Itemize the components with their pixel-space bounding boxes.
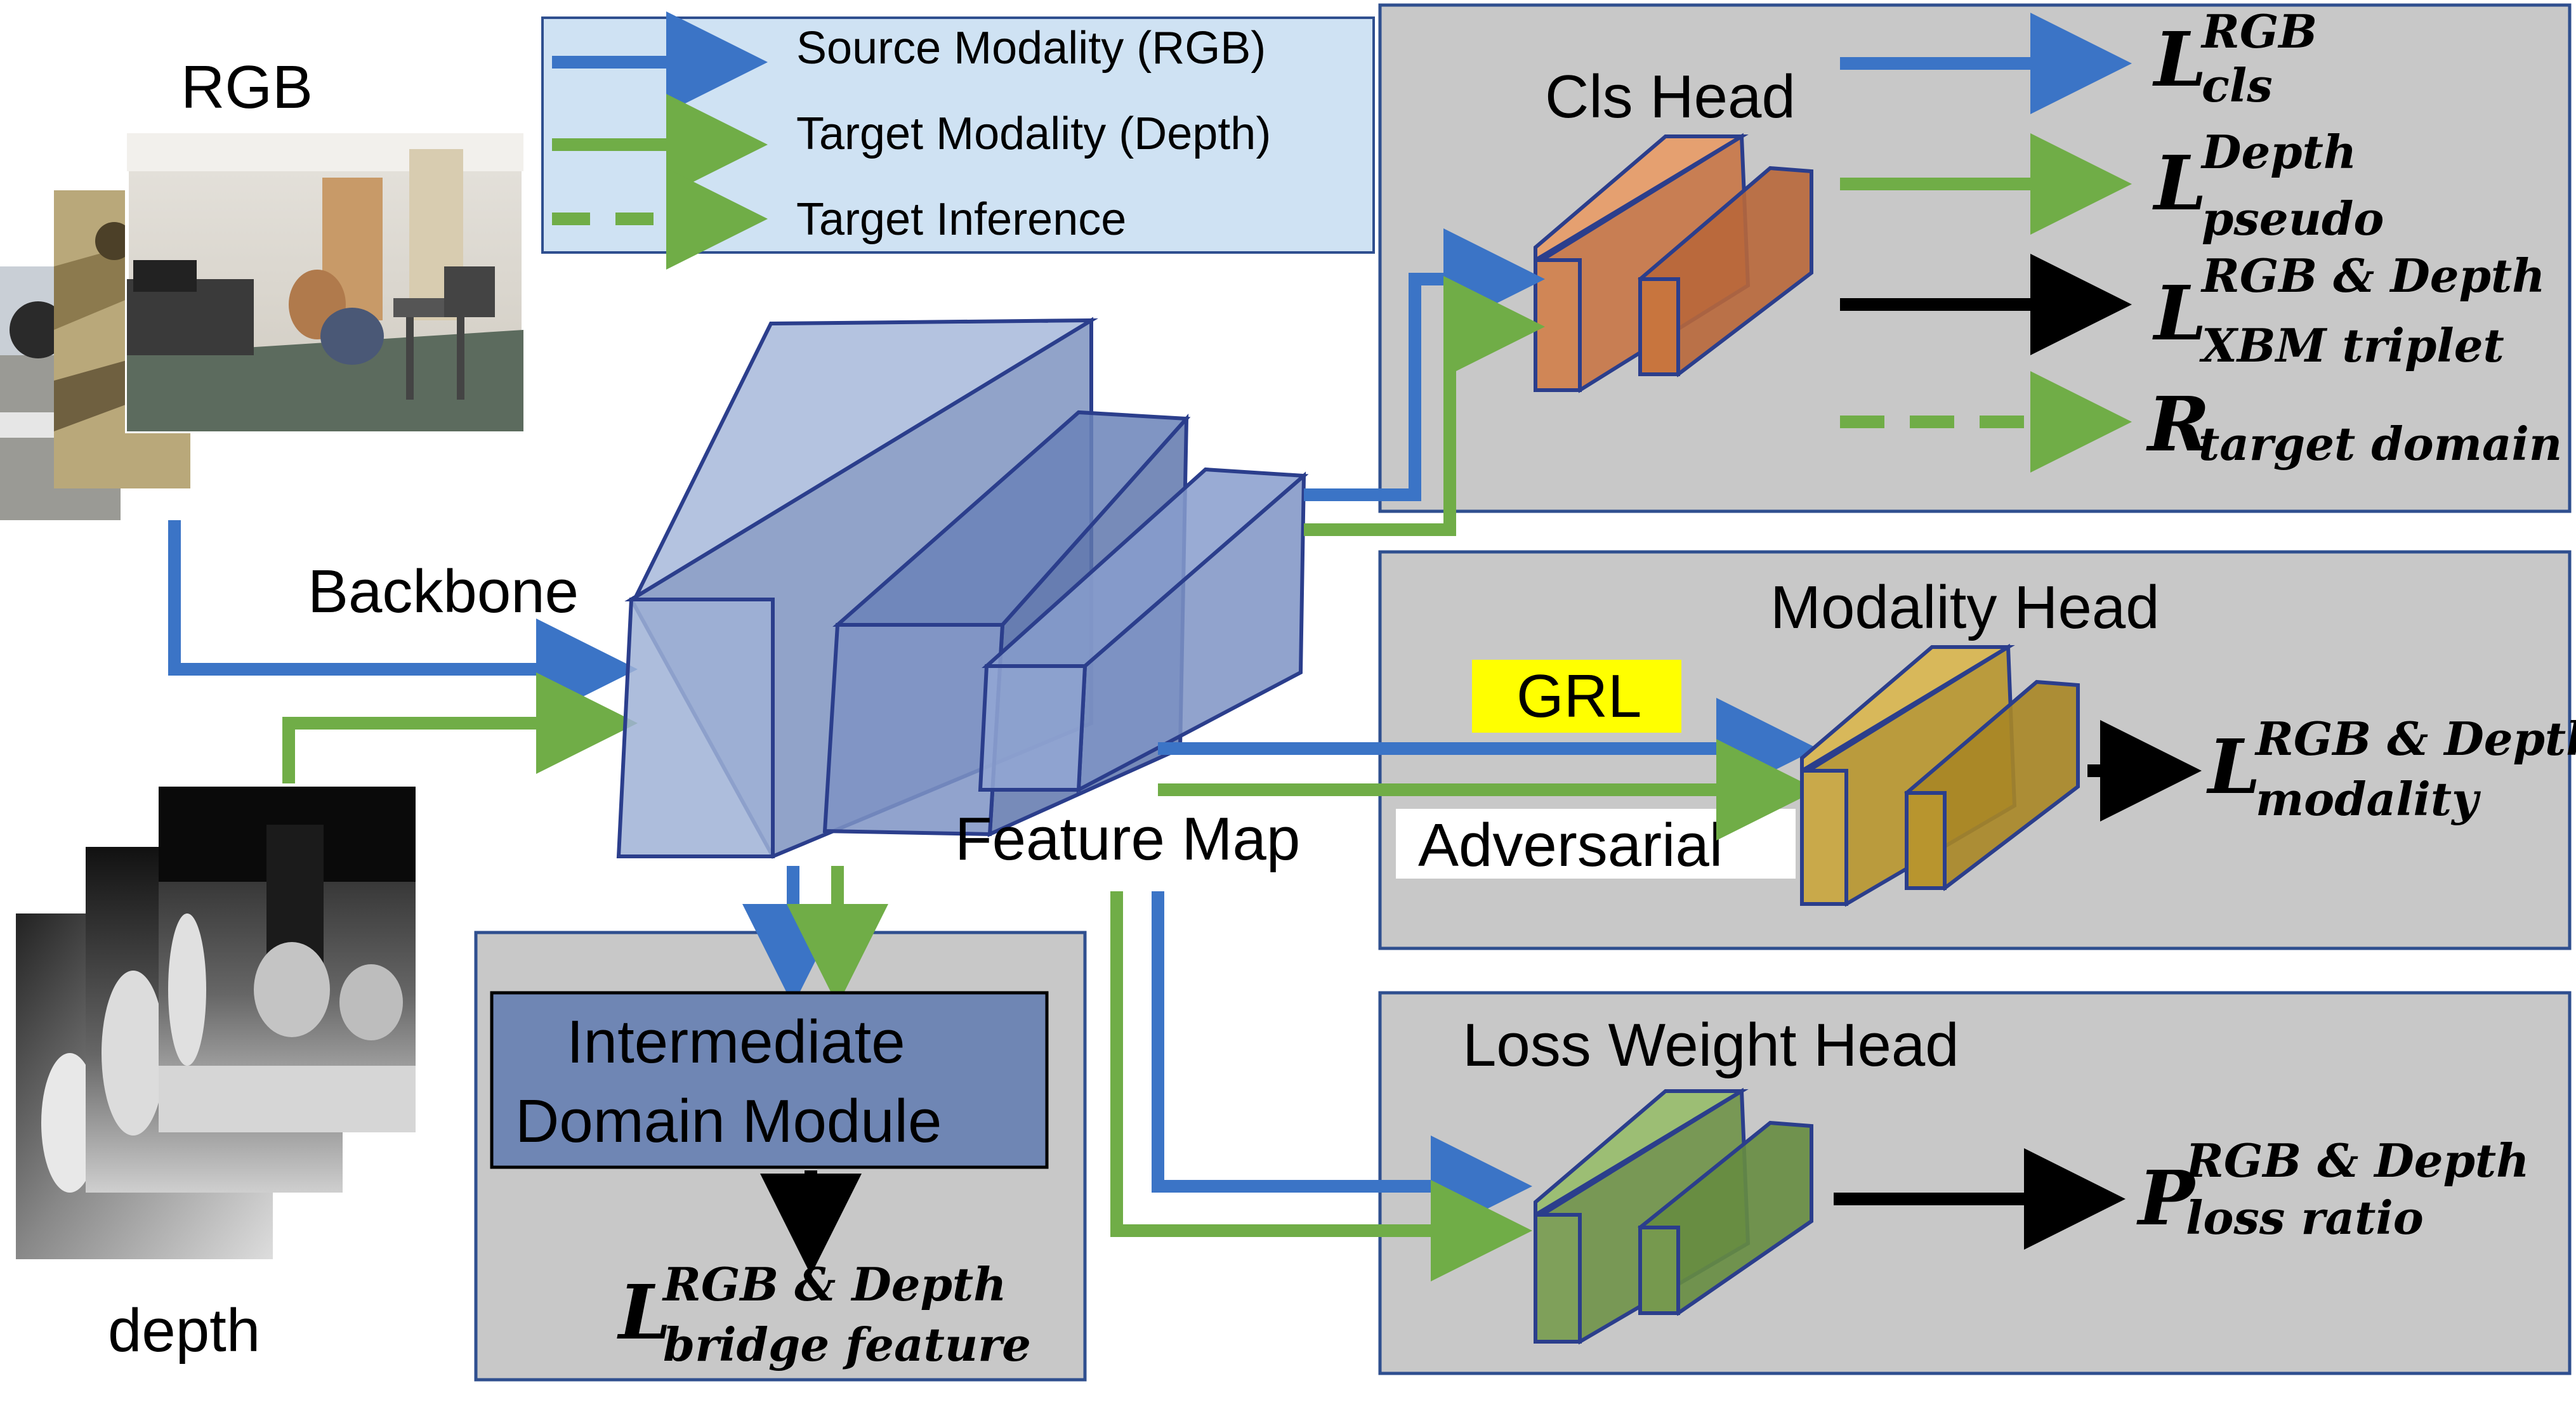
modality-head-block: [1800, 643, 2080, 907]
r-target-domain-sub: target domain: [2198, 417, 2562, 471]
cls-head-title: Cls Head: [1545, 63, 1796, 131]
loss-ratio: P RGB & Depth loss ratio: [2136, 1134, 2530, 1245]
rgb-frame-front: [125, 131, 525, 433]
loss-pseudo-depth-sup: Depth: [2200, 125, 2356, 179]
loss-ratio-sub: loss ratio: [2186, 1191, 2424, 1245]
svg-text:L: L: [2152, 15, 2207, 103]
loss-xbm-triplet-sup: RGB & Depth: [2200, 249, 2546, 303]
depth-frame-front: [159, 787, 416, 1132]
loss-ratio-sup: RGB & Depth: [2185, 1134, 2530, 1188]
loss-weight-head-panel: Loss Weight Head P RGB & Depth loss rati…: [1110, 891, 2572, 1375]
rgb-to-backbone-arrow: [168, 520, 638, 720]
modality-head-title: Modality Head: [1770, 573, 2160, 641]
loss-cls-rgb-sub: cls: [2202, 58, 2273, 112]
backbone-block-3-front: [978, 664, 1088, 792]
intermediate-panel: Intermediate Domain Module L RGB & Depth…: [474, 866, 1087, 1382]
intermediate-line-1: Intermediate: [567, 1008, 905, 1076]
loss-bridge-feature: L RGB & Depth bridge feature: [617, 1257, 1031, 1371]
backbone-blocks: [616, 317, 1309, 859]
depth-input-stack: depth: [16, 787, 416, 1365]
cls-head-block: [1534, 133, 1813, 393]
svg-text:P: P: [2136, 1154, 2197, 1242]
depth-label: depth: [108, 1297, 260, 1365]
loss-pseudo-depth-sub: pseudo: [2202, 192, 2384, 245]
grl-label: GRL: [1516, 662, 1641, 730]
feature-to-lw-green-arrow: [1110, 891, 1532, 1281]
loss-xbm-triplet-sub: XBM triplet: [2199, 318, 2504, 372]
loss-bridge-sub: bridge feature: [663, 1318, 1031, 1371]
rgb-input-stack: RGB: [0, 53, 525, 520]
svg-text:L: L: [2206, 723, 2261, 811]
loss-modality-sup: RGB & Depth: [2254, 712, 2576, 766]
backbone-block-2-front: [822, 623, 1005, 837]
loss-xbm-triplet: L RGB & Depth XBM triplet: [2152, 249, 2546, 372]
feature-to-cls-green-arrow: [1304, 276, 1545, 536]
intermediate-line-2: Domain Module: [515, 1087, 942, 1155]
depth-to-backbone-arrow: [282, 672, 638, 783]
cls-head-panel: Cls Head L RGB cls L Depth pseudo L R: [1304, 3, 2572, 536]
grl-badge: [1472, 660, 1681, 733]
modality-head-panel: Modality Head GRL Adversarial L RGB & De…: [1158, 550, 2576, 950]
intermediate-module-box: [490, 991, 1049, 1169]
feature-to-lw-blue-arrow: [1152, 891, 1532, 1237]
loss-weight-head-block: [1534, 1087, 1813, 1345]
loss-modality-sub: modality: [2256, 772, 2481, 826]
loss-cls-rgb: L RGB cls: [2152, 4, 2317, 112]
rgb-label: RGB: [181, 53, 313, 121]
r-target-domain: R target domain: [2146, 380, 2562, 471]
svg-text:L: L: [2152, 139, 2207, 227]
legend-inference-label: Target Inference: [796, 194, 1126, 245]
loss-weight-head-title: Loss Weight Head: [1462, 1011, 1959, 1079]
backbone-label: Backbone: [308, 558, 579, 625]
svg-text:R: R: [2146, 380, 2210, 468]
legend-target-label: Target Modality (Depth): [796, 108, 1271, 159]
svg-text:L: L: [617, 1268, 671, 1356]
legend-source-label: Source Modality (RGB): [796, 23, 1266, 74]
loss-pseudo-depth: L Depth pseudo: [2152, 125, 2384, 245]
svg-text:L: L: [2152, 269, 2207, 357]
adversarial-label: Adversarial: [1418, 811, 1723, 879]
loss-cls-rgb-sup: RGB: [2200, 4, 2317, 58]
legend: Source Modality (RGB) Target Modality (D…: [541, 11, 1375, 270]
feature-map-label: Feature Map: [955, 805, 1300, 873]
loss-bridge-sup: RGB & Depth: [662, 1257, 1007, 1311]
loss-modality: L RGB & Depth modality: [2206, 712, 2576, 826]
backbone-block-1-front: [616, 598, 775, 858]
